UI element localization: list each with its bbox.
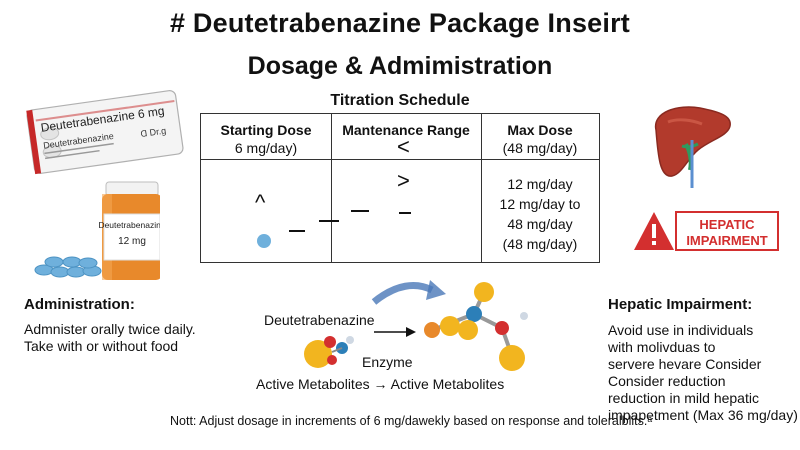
footnote: Nott: Adjust dosage in increments of 6 m… — [170, 414, 653, 428]
page-title: # Deutetrabenazine Package Inseirt — [170, 8, 630, 38]
hepatic-line: Avoid use in individuals — [608, 322, 754, 338]
table-divider — [481, 114, 482, 262]
blister-brand: Ɑ Dr.g — [140, 126, 167, 139]
hepatic-line: with molivduas to — [608, 339, 716, 355]
max-dose-line: 12 mg/day to — [499, 196, 581, 212]
cell-max-dose: (48 mg/day) — [502, 140, 578, 156]
greater-than-symbol: > — [397, 168, 410, 193]
drug-label: Deutetrabenazine — [264, 312, 375, 328]
header-starting-dose: Starting Dose — [220, 122, 312, 138]
cell-starting-dose: 6 mg/day) — [234, 140, 298, 156]
administration-heading: Administration: — [24, 296, 135, 313]
table-divider — [201, 159, 599, 160]
header-max-dose: Max Dose — [507, 122, 573, 138]
max-dose-line: 12 mg/day — [507, 176, 573, 192]
metabolites-label: Active Metabolites → Active Metabolites — [256, 376, 505, 392]
hepatic-line: Consider reduction — [608, 373, 726, 389]
section-title: Dosage & Admimistration — [247, 52, 553, 80]
dash-marker — [289, 230, 305, 232]
bottle-label-name: Deutetrabenazine — [98, 220, 160, 230]
dash-marker — [351, 210, 369, 212]
hepatic-line: impapetment (Max 36 mg/day) — [608, 407, 798, 423]
administration-line: Take with or without food — [24, 338, 179, 354]
warning-text-1: HEPATIC — [699, 217, 755, 232]
pill-bottle-image: Deutetrabenazine 12 mg — [34, 181, 160, 280]
caret-symbol: ^ — [255, 190, 266, 215]
bottle-label-dose: 12 mg — [118, 236, 146, 247]
dose-dot-marker — [257, 234, 271, 248]
titration-table: Starting Dose Mantenance Range Max Dose … — [200, 113, 600, 263]
warning-text-2: IMPAIRMENT — [686, 233, 767, 248]
hepatic-warning-badge: HEPATIC IMPAIRMENT — [634, 211, 779, 251]
dash-marker — [319, 220, 339, 222]
cell-maintenance-symbol: < — [397, 134, 410, 159]
hepatic-line: servere hevare Consider — [608, 356, 762, 372]
blister-pack-image: Deutetrabenazine 6 mg Deutetrabenazine Ɑ… — [26, 90, 184, 175]
max-dose-line: 48 mg/day — [507, 216, 573, 232]
enzyme-label: Enzyme — [362, 354, 413, 370]
metabolism-diagram — [304, 280, 528, 371]
table-divider — [331, 114, 332, 262]
hepatic-heading: Hepatic Impairment: — [608, 296, 753, 313]
dash-marker — [399, 212, 411, 214]
header-maintenance-range: Mantenance Range — [342, 122, 470, 138]
table-caption: Titration Schedule — [330, 92, 470, 109]
liver-image — [654, 106, 731, 188]
hepatic-line: reduction in mild hepatic — [608, 390, 759, 406]
administration-line: Admnister orally twice daily. — [24, 321, 196, 337]
max-dose-line: (48 mg/day) — [502, 236, 578, 252]
